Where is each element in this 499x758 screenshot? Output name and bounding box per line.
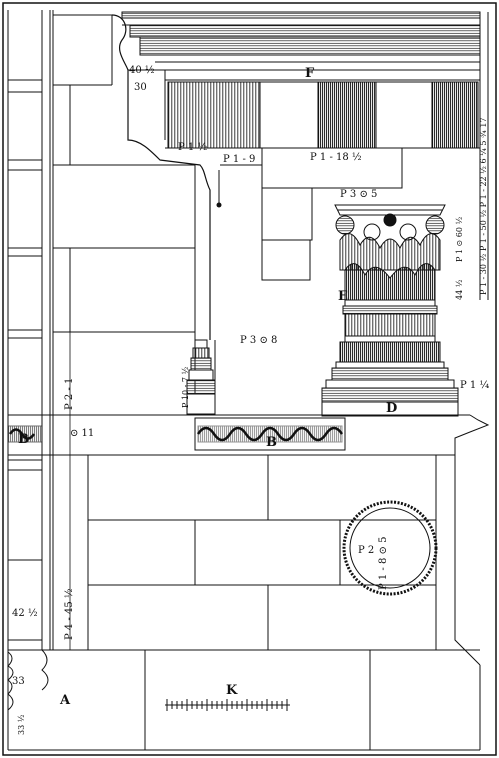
label-E: E [338,289,348,304]
entablature [121,11,489,300]
dim-p4-45-half: P 4 - 45 ½ [64,588,75,640]
label-F: F [305,66,315,81]
dim-p2-circle: P 2 [358,545,374,556]
dim-p1-60-half: P 1 ⊙ 60 ½ [455,216,464,262]
label-A: A [59,693,71,708]
upper-wall-stones [220,147,403,281]
column-section-circle [342,500,438,596]
dim-p3-05: P 3 ⊙ 5 [340,189,377,200]
dim-42-half: 42 ½ [12,608,38,619]
column-shaft [344,313,436,337]
scale-bar [165,699,290,711]
dim-p10-7-half: P 10 - 7 ½ [181,366,190,408]
label-K: K [226,683,238,698]
column-base [321,335,459,417]
dim-11: ⊙ 11 [70,428,94,439]
dim-p1-18-half: P 1 - 18 ½ [310,152,362,163]
dim-p1-half: P 1 ½ [178,142,207,153]
label-B-left: B [18,432,29,447]
wave-band [7,414,490,456]
dim-p2-1: P 2 - 1 [64,378,75,410]
dim-p-1-quarter: P 1 ¼ [460,380,489,391]
dim-p1-9: P 1 - 9 [223,154,255,165]
dim-40-half: 40 ½ [129,65,155,76]
dim-p1-8-5: P 1 - 8 ⊙ 5 [378,537,389,590]
dim-44-half: 44 ½ [455,279,464,300]
corinthian-capital [334,204,446,315]
label-D: D [386,401,397,416]
dim-33-half: 33 ½ [17,714,26,735]
pedestal [7,455,481,751]
pilaster-base-small [186,339,216,415]
label-B-center: B [266,435,277,450]
dim-p3-08: P 3 ⊙ 8 [240,335,277,346]
dim-33: 33 [12,676,25,687]
dim-30: 30 [134,82,147,93]
dim-right-top: P 1 - 30 ½ P 1 - 50 ½ P 1 - 22 ½ 6 ¼ 5 ¾… [479,117,488,295]
